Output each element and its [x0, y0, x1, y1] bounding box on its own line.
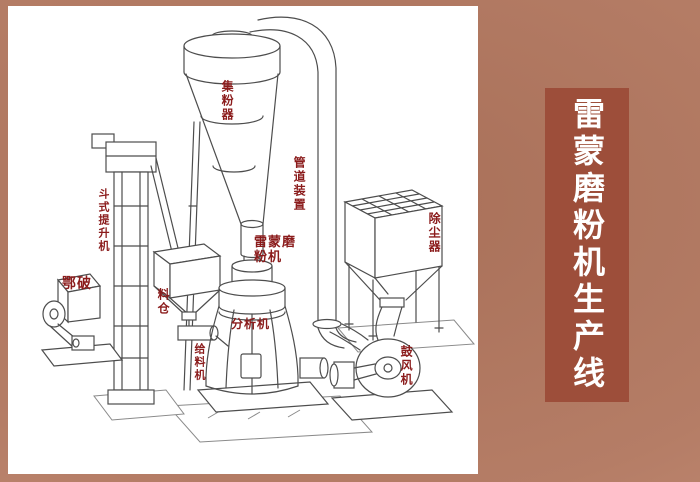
label-bucket-elevator: 斗式提升机 — [96, 188, 110, 253]
raymond-mill-drawing — [196, 259, 330, 413]
label-pipe-device: 管道装置 — [292, 156, 307, 212]
blower-drawing — [329, 323, 454, 421]
label-collector: 集粉器 — [220, 80, 235, 122]
label-hopper: 料仓 — [156, 288, 171, 316]
powder-collector-drawing — [183, 30, 281, 265]
diagram-panel: 集粉器 管道装置 斗式提升机 鄂破 料仓 雷蒙磨粉机 分析机 给料机 除尘器 鼓… — [8, 6, 478, 474]
pipe-device-drawing — [249, 16, 357, 349]
label-feeder: 给料机 — [192, 343, 206, 382]
label-blower: 鼓风机 — [399, 345, 414, 387]
label-analyzer: 分析机 — [231, 317, 271, 331]
production-line-drawing — [40, 16, 476, 443]
hopper-drawing — [152, 243, 222, 321]
bucket-elevator-drawing — [91, 133, 179, 405]
feeder-drawing — [177, 319, 229, 347]
label-jaw-crusher: 鄂破 — [62, 276, 92, 292]
label-raymond-mill: 雷蒙磨粉机 — [254, 235, 297, 266]
dust-collector-drawing — [343, 189, 444, 341]
title-banner: 雷蒙磨粉机生产线 — [545, 88, 629, 402]
jaw-crusher-drawing — [40, 273, 124, 367]
title-text: 雷蒙磨粉机生产线 — [568, 97, 606, 393]
label-dust-collector: 除尘器 — [427, 212, 442, 254]
